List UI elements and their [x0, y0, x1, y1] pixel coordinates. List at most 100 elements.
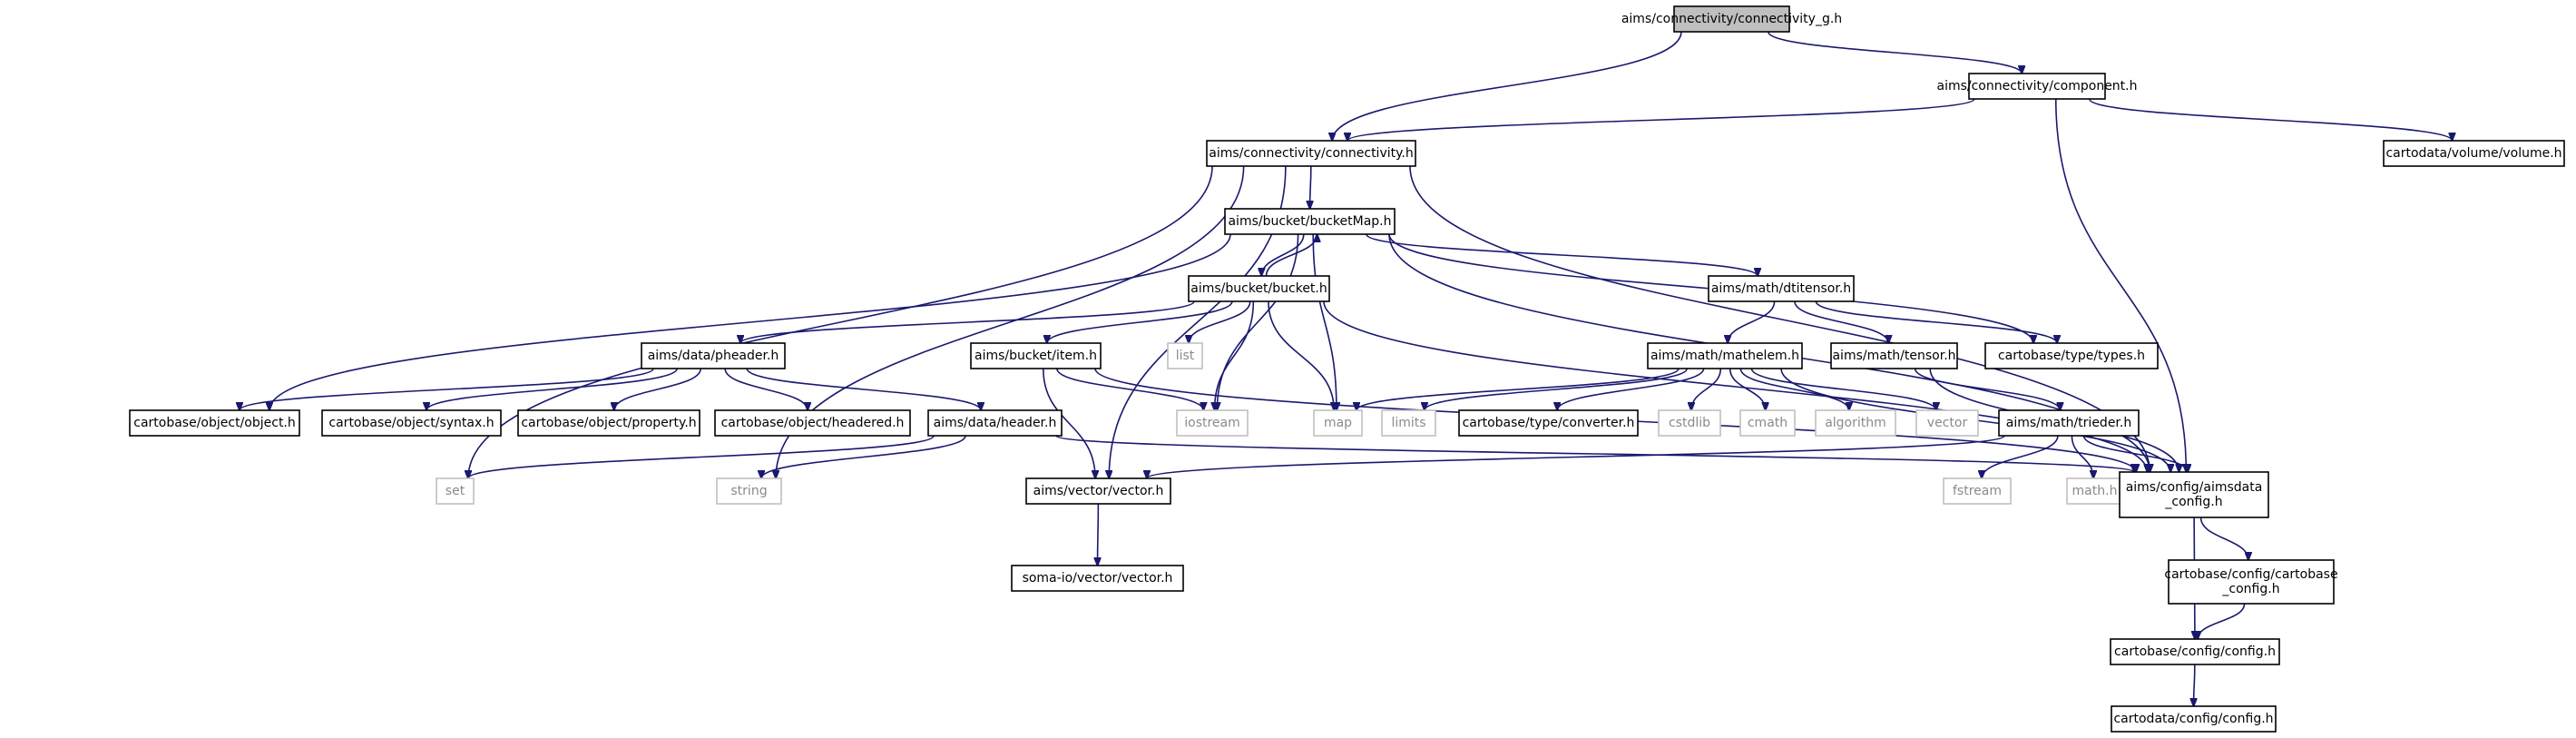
- edge-component-to-connectivity: [1347, 98, 1975, 141]
- node-cartobase_config[interactable]: cartobase/config/cartobase_config.h: [2164, 559, 2338, 605]
- edge-bucket-to-item: [1047, 300, 1233, 343]
- edge-trieder-to-aimsdata_config: [2082, 435, 2189, 472]
- node-label: set: [446, 484, 465, 498]
- node-bucket[interactable]: aims/bucket/bucket.h: [1188, 275, 1330, 302]
- edge-trieder-to-aims_vector: [1147, 435, 2005, 478]
- node-label: iostream: [1184, 416, 1240, 430]
- edge-connectivity_g-to-connectivity: [1332, 31, 1682, 141]
- node-property[interactable]: cartobase/object/property.h: [517, 409, 700, 437]
- edge-connectivity-to-set: [468, 165, 1213, 478]
- edge-connectivity-to-bucketMap: [1310, 165, 1311, 209]
- edge-component-to-cd_volume: [2088, 98, 2453, 141]
- edge-mathelem-to-algorithm: [1739, 368, 1849, 410]
- node-label: aims/math/dtitensor.h: [1711, 281, 1851, 296]
- node-label: aims/connectivity/connectivity.h: [1209, 146, 1413, 161]
- node-cd_volume[interactable]: cartodata/volume/volume.h: [2383, 140, 2565, 167]
- node-list: list: [1167, 342, 1203, 369]
- edge-tensor-to-trieder: [1914, 368, 2061, 410]
- edge-mathelem-to-map: [1357, 368, 1680, 410]
- node-soma_vector[interactable]: soma-io/vector/vector.h: [1011, 565, 1184, 592]
- node-item[interactable]: aims/bucket/item.h: [970, 342, 1102, 369]
- node-box: [641, 342, 786, 369]
- node-set: set: [436, 477, 475, 505]
- node-label: aims/vector/vector.h: [1033, 484, 1164, 498]
- node-connectivity_g[interactable]: aims/connectivity/connectivity_g.h: [1621, 5, 1842, 33]
- node-box: [1708, 275, 1855, 302]
- edge-bucketMap-to-bucket: [1261, 233, 1305, 276]
- node-label: vector: [1927, 416, 1968, 430]
- node-box: [1167, 342, 1203, 369]
- edge-bucket-to-map: [1268, 300, 1334, 410]
- edge-pheader-to-syntax: [426, 368, 678, 410]
- node-label: _config.h: [2164, 495, 2222, 509]
- node-types[interactable]: cartobase/type/types.h: [1984, 342, 2159, 369]
- edge-mathelem-to-limits: [1425, 368, 1688, 410]
- node-map: map: [1313, 409, 1363, 437]
- edge-bucketMap-to-map: [1312, 233, 1337, 410]
- node-vector: vector: [1915, 409, 1979, 437]
- node-box: [1313, 409, 1363, 437]
- node-box: [1458, 409, 1639, 437]
- node-box: [1998, 409, 2140, 437]
- node-label: _config.h: [2221, 582, 2279, 596]
- edge-connectivity_g-to-component: [1768, 31, 2022, 74]
- node-box: [1176, 409, 1249, 437]
- node-object[interactable]: cartobase/object/object.h: [129, 409, 300, 437]
- graph-nodes: aims/connectivity/connectivity_g.h aims/c…: [129, 5, 2565, 733]
- node-cb_config[interactable]: cartobase/config/config.h: [2110, 638, 2280, 665]
- edge-mathelem-to-cstdlib: [1691, 368, 1722, 410]
- node-box: [1830, 342, 1958, 369]
- edge-bucketMap-to-iostream: [1217, 233, 1299, 410]
- edge-item-to-iostream: [1056, 368, 1203, 410]
- node-label: fstream: [1953, 484, 2002, 498]
- edge-aims_vector-to-soma_vector: [1098, 503, 1099, 566]
- edge-bucket-to-bucketMap: [1265, 234, 1317, 277]
- node-label: cartobase/config/config.h: [2114, 645, 2276, 659]
- node-syntax[interactable]: cartobase/object/syntax.h: [321, 409, 502, 437]
- node-label: cartodata/config/config.h: [2113, 712, 2273, 726]
- node-cd_config[interactable]: cartodata/config/config.h: [2111, 705, 2277, 733]
- node-box: [1011, 565, 1184, 592]
- node-box: [970, 342, 1102, 369]
- edge-header-to-string: [761, 435, 966, 478]
- node-box: [436, 477, 475, 505]
- node-converter[interactable]: cartobase/type/converter.h: [1458, 409, 1639, 437]
- node-trieder[interactable]: aims/math/trieder.h: [1998, 409, 2140, 437]
- node-box: [1943, 477, 2012, 505]
- node-math: math.h: [2066, 477, 2123, 505]
- node-label: aims/connectivity/connectivity_g.h: [1621, 12, 1842, 26]
- node-component[interactable]: aims/connectivity/component.h: [1936, 73, 2138, 100]
- node-dtitensor[interactable]: aims/math/dtitensor.h: [1708, 275, 1855, 302]
- node-bucketMap[interactable]: aims/bucket/bucketMap.h: [1224, 208, 1396, 235]
- node-aims_vector[interactable]: aims/vector/vector.h: [1025, 477, 1171, 505]
- node-box: [1025, 477, 1171, 505]
- node-box: [714, 409, 911, 437]
- node-headered[interactable]: cartobase/object/headered.h: [714, 409, 911, 437]
- node-box: [2066, 477, 2123, 505]
- node-aimsdata_config[interactable]: aims/config/aimsdata_config.h: [2119, 471, 2269, 518]
- edge-mathelem-to-cmath: [1729, 368, 1766, 410]
- edge-pheader-to-property: [614, 368, 701, 410]
- node-connectivity[interactable]: aims/connectivity/connectivity.h: [1206, 140, 1416, 167]
- node-header[interactable]: aims/data/header.h: [927, 409, 1063, 437]
- node-mathelem[interactable]: aims/math/mathelem.h: [1647, 342, 1803, 369]
- node-label: math.h: [2072, 484, 2118, 498]
- node-box: [2383, 140, 2565, 167]
- node-box: [716, 477, 782, 505]
- node-box: [2111, 705, 2277, 733]
- edge-bucketMap-to-object: [269, 233, 1231, 410]
- edge-cb_config-to-cd_config: [2194, 664, 2195, 706]
- edge-dtitensor-to-tensor: [1794, 300, 1888, 343]
- node-box: [2119, 471, 2269, 518]
- node-tensor[interactable]: aims/math/tensor.h: [1830, 342, 1958, 369]
- edge-header-to-set: [468, 435, 935, 478]
- edge-header-to-aimsdata_config: [1055, 435, 2134, 472]
- edge-bucket-to-list: [1189, 300, 1251, 343]
- node-cstdlib: cstdlib: [1658, 409, 1721, 437]
- edge-dtitensor-to-types: [1815, 300, 2057, 343]
- node-box: [1915, 409, 1979, 437]
- node-label: aims/bucket/item.h: [975, 349, 1097, 363]
- node-box: [1224, 208, 1396, 235]
- node-pheader[interactable]: aims/data/pheader.h: [641, 342, 786, 369]
